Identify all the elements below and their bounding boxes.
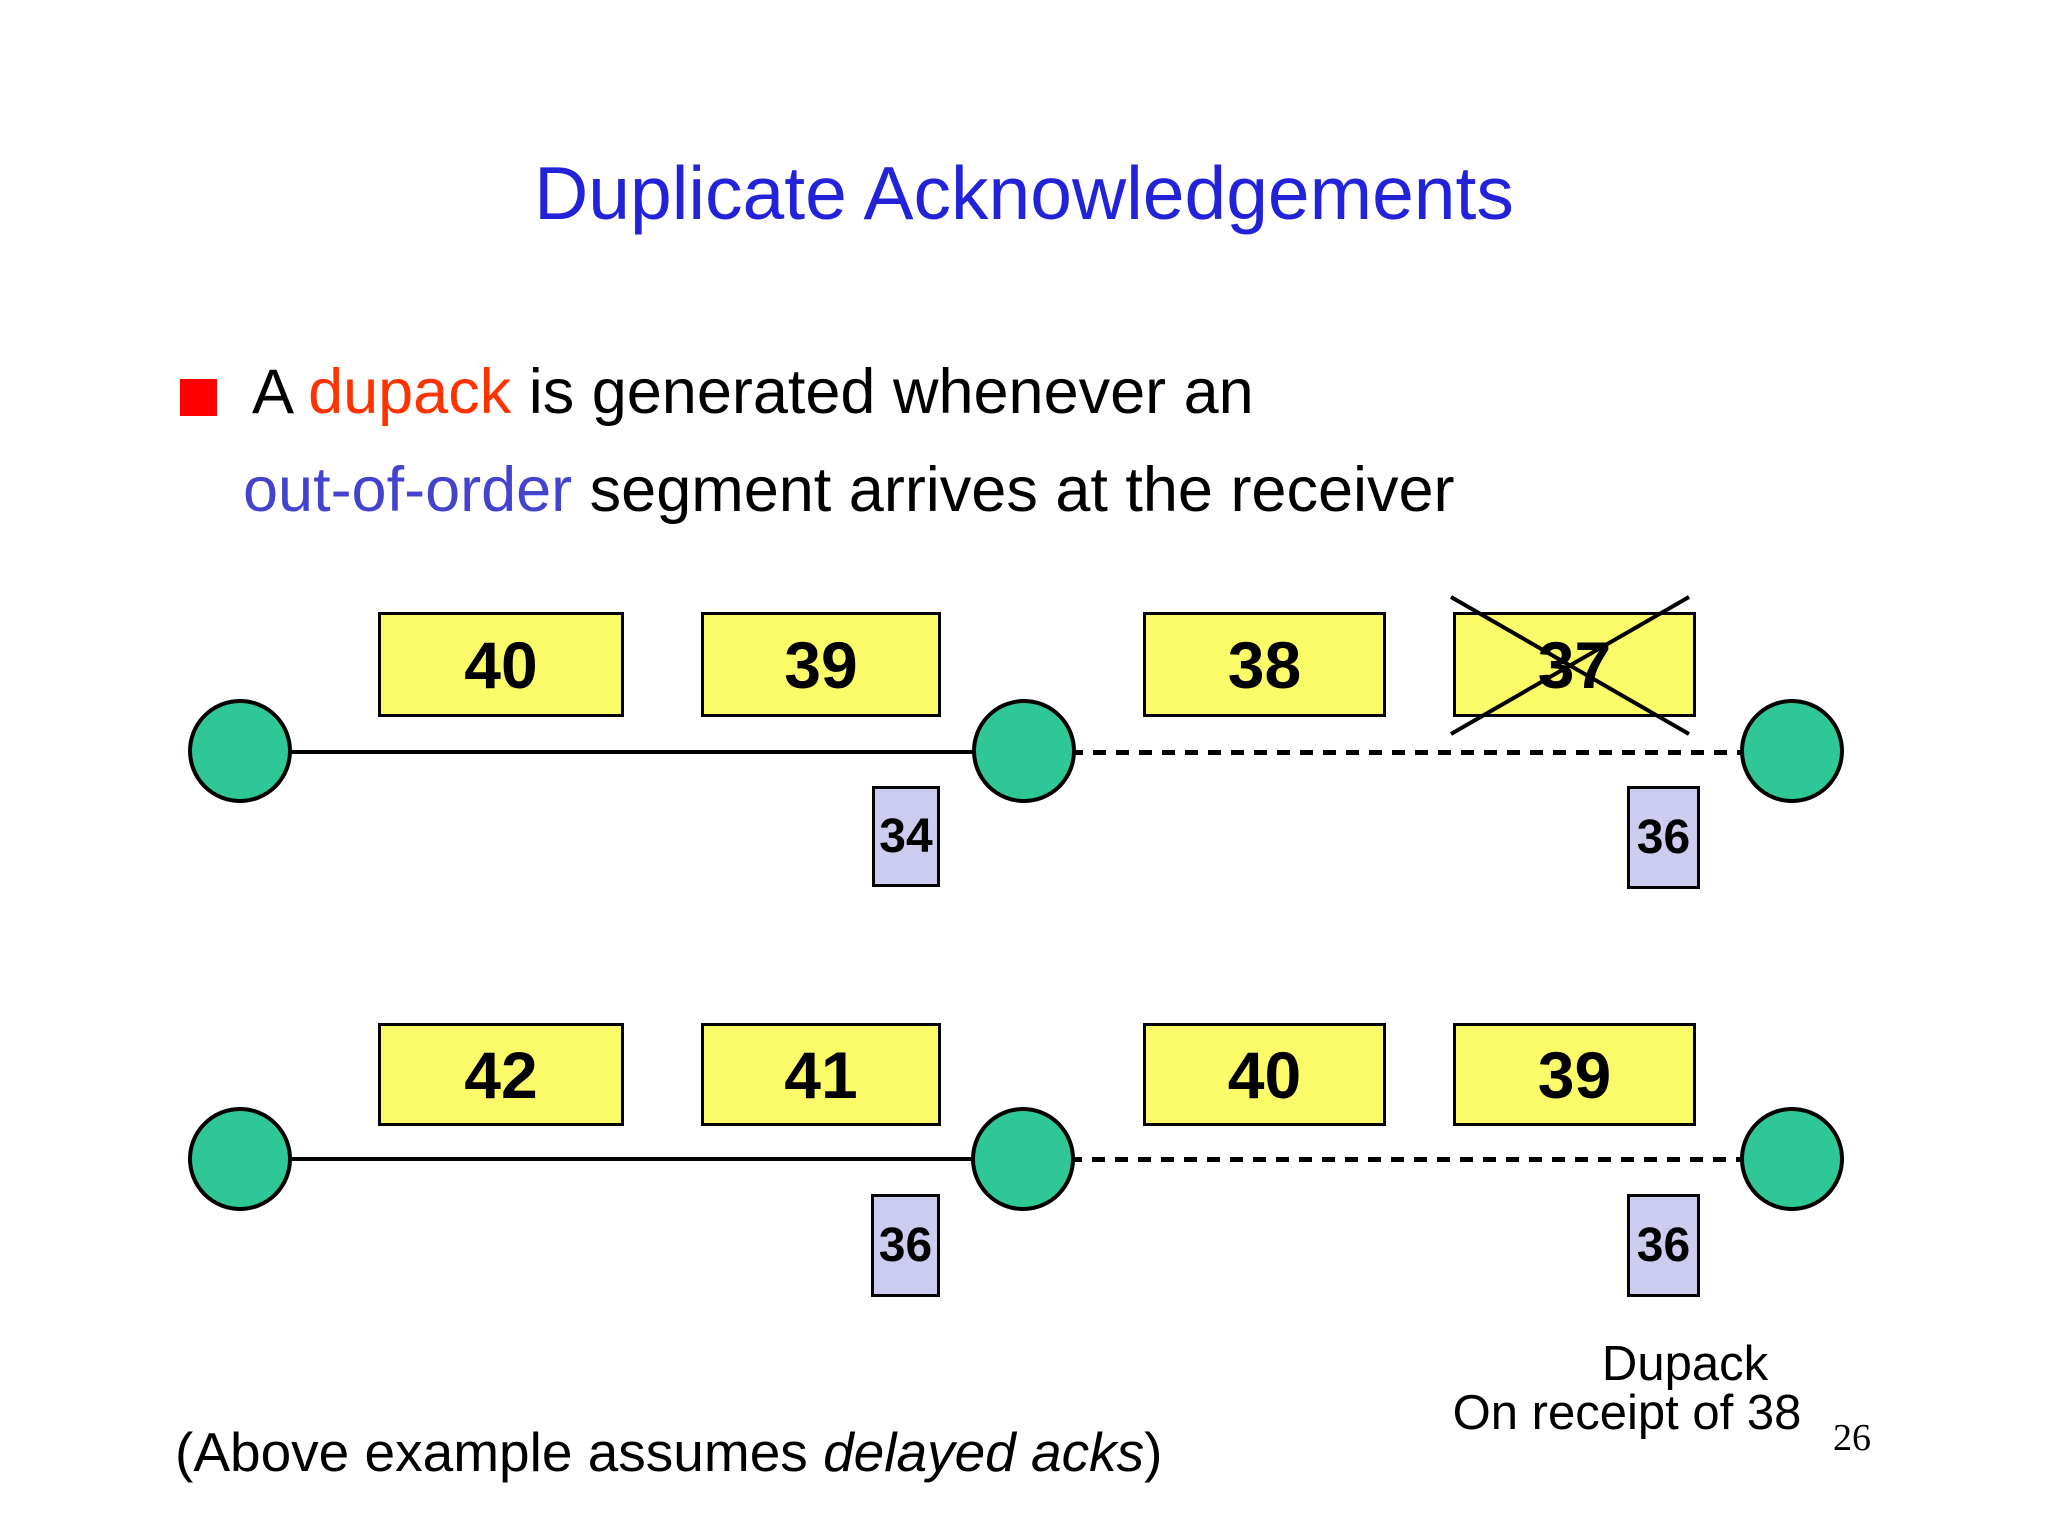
- bullet-line1-suffix: is generated whenever an: [511, 357, 1254, 427]
- dupack-caption-line-1: Dupack: [1601, 1337, 1769, 1391]
- row1-router-node: [972, 699, 1076, 803]
- row1-segment-40: 40: [378, 612, 624, 717]
- row2-dashed-link-line: [1023, 1157, 1792, 1162]
- x-cross-lost-segment-icon: [1450, 595, 1690, 736]
- footnote-prefix: (Above example assumes: [175, 1421, 824, 1483]
- bullet-square-icon: [180, 379, 217, 416]
- row2-segment-42: 42: [378, 1023, 624, 1126]
- bullet-text-line-2: out-of-order segment arrives at the rece…: [243, 455, 1455, 525]
- row2-segment-40: 40: [1143, 1023, 1386, 1126]
- row1-receiver-node: [1740, 699, 1844, 803]
- row2-ack-36-left: 36: [871, 1194, 940, 1297]
- footnote-italic-delayed-acks: delayed acks: [823, 1421, 1145, 1483]
- slide-title: Duplicate Acknowledgements: [534, 151, 1514, 235]
- bullet-line1-highlight-dupack: dupack: [308, 357, 512, 427]
- bullet-line2-suffix: segment arrives at the receiver: [572, 455, 1455, 525]
- row1-ack-36: 36: [1627, 786, 1700, 889]
- row2-receiver-node: [1740, 1107, 1844, 1211]
- row1-ack-34: 34: [872, 786, 940, 887]
- row2-segment-41: 41: [701, 1023, 941, 1126]
- page-number: 26: [1833, 1417, 1871, 1459]
- row1-solid-link-line: [240, 750, 1024, 754]
- bullet-text-line-1: A dupack is generated whenever an: [252, 357, 1254, 427]
- footnote-suffix: ): [1144, 1421, 1163, 1483]
- row2-sender-node: [188, 1107, 292, 1211]
- footnote-delayed-acks: (Above example assumes delayed acks): [175, 1420, 1162, 1484]
- row2-segment-39: 39: [1453, 1023, 1696, 1126]
- row2-ack-36-right: 36: [1627, 1194, 1700, 1297]
- row1-segment-39: 39: [701, 612, 941, 717]
- row2-solid-link-line: [240, 1157, 1023, 1161]
- bullet-line2-highlight-out-of-order: out-of-order: [243, 455, 573, 525]
- row1-segment-38: 38: [1143, 612, 1386, 717]
- row2-router-node: [971, 1107, 1075, 1211]
- row1-segment-37-lost: 37: [1453, 612, 1696, 717]
- row1-dashed-link-line: [1024, 750, 1792, 755]
- bullet-line1-prefix: A: [252, 357, 309, 427]
- row1-sender-node: [188, 699, 292, 803]
- dupack-caption-line-2: On receipt of 38: [1452, 1386, 1802, 1440]
